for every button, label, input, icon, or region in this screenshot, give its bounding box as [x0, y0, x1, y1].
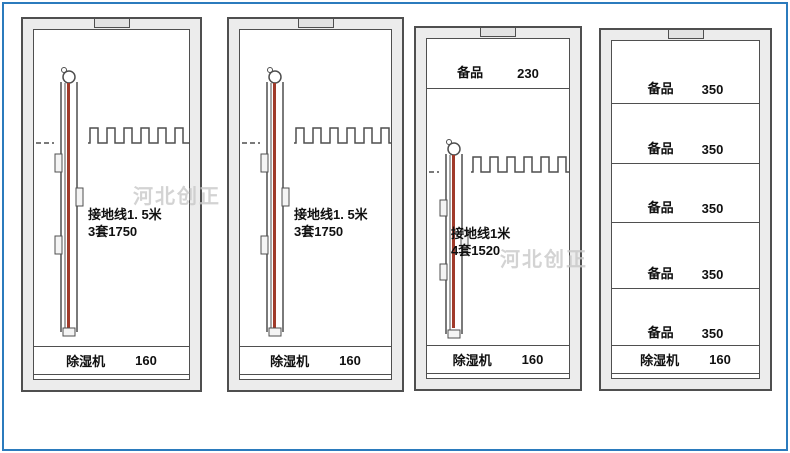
cabinet-4-handle-notch — [667, 30, 704, 39]
cabinet-3-handle-notch — [480, 28, 516, 37]
spare-label: 备品 — [457, 65, 484, 80]
spec-line-2: 3套1750 — [88, 224, 138, 239]
dehumidifier-value: 160 — [521, 352, 544, 367]
spec-line-1: 接地线1. 5米 — [88, 207, 162, 222]
cabinet-3-dehumidifier-row: 除湿机 160 — [427, 345, 569, 374]
hanger-rail-icon — [36, 127, 189, 144]
hanger-rail-icon — [429, 156, 569, 173]
cabinet-1: 接地线1. 5米 3套1750 除湿机 160 — [21, 17, 202, 392]
spare-label: 备品 — [647, 141, 674, 156]
cabinet-2-dehumidifier-row: 除湿机 160 — [240, 346, 391, 375]
cabinet-3-interior: 备品 230 接地线1米 4套1520 除湿机 160 — [426, 38, 570, 379]
dehumidifier-label: 除湿机 — [452, 353, 492, 368]
cabinet-4: 备品 350 备品 350 备品 350 备品 350 备品 350 除湿机 1… — [599, 28, 772, 391]
cabinet-2: 接地线1. 5米 3套1750 除湿机 160 — [227, 17, 404, 392]
dehumidifier-label: 除湿机 — [640, 353, 680, 368]
dehumidifier-value: 160 — [709, 352, 731, 367]
spare-value: 350 — [701, 82, 724, 97]
cabinet-4-dehumidifier-row: 除湿机 160 — [612, 345, 759, 374]
grounding-wire-rod-icon — [260, 67, 290, 337]
grounding-wire-rod-icon — [54, 67, 84, 337]
spec-line-1: 接地线1. 5米 — [294, 207, 368, 222]
spare-shelf-2: 备品 350 — [612, 104, 759, 164]
cabinet-2-handle-notch — [297, 19, 334, 28]
dehumidifier-value: 160 — [339, 353, 361, 368]
dehumidifier-value: 160 — [135, 353, 157, 368]
cabinet-1-interior: 接地线1. 5米 3套1750 除湿机 160 — [33, 29, 190, 380]
spare-value: 230 — [517, 66, 539, 81]
spare-label: 备品 — [647, 325, 674, 340]
spare-shelf-1: 备品 350 — [612, 41, 759, 104]
spec-line-2: 3套1750 — [294, 224, 344, 239]
spare-value: 350 — [701, 326, 724, 341]
spec-line-2: 4套1520 — [451, 243, 501, 258]
cabinet-1-dehumidifier-row: 除湿机 160 — [34, 346, 189, 375]
spare-value: 350 — [701, 267, 724, 282]
spare-label: 备品 — [647, 266, 674, 281]
cabinet-3-spare-shelf: 备品 230 — [427, 39, 569, 89]
cabinet-3: 备品 230 接地线1米 4套1520 除湿机 160 — [414, 26, 582, 391]
spare-shelf-4: 备品 350 — [612, 223, 759, 289]
cabinet-2-spec-label: 接地线1. 5米 3套1750 — [294, 206, 368, 240]
cabinet-1-handle-notch — [93, 19, 130, 28]
spare-label: 备品 — [647, 81, 674, 96]
cabinet-2-interior: 接地线1. 5米 3套1750 除湿机 160 — [239, 29, 392, 380]
spare-shelf-5: 备品 350 — [612, 289, 759, 347]
spare-value: 350 — [701, 142, 724, 157]
spare-label: 备品 — [647, 200, 674, 215]
grounding-wire-rod-icon — [439, 139, 469, 339]
spare-value: 350 — [701, 201, 724, 216]
cabinet-1-spec-label: 接地线1. 5米 3套1750 — [88, 206, 162, 240]
cabinet-4-interior: 备品 350 备品 350 备品 350 备品 350 备品 350 除湿机 1… — [611, 40, 760, 379]
dehumidifier-label: 除湿机 — [270, 354, 310, 369]
cabinet-3-spec-label: 接地线1米 4套1520 — [451, 225, 510, 259]
spare-shelf-3: 备品 350 — [612, 164, 759, 223]
hanger-rail-icon — [242, 127, 391, 144]
spec-line-1: 接地线1米 — [451, 226, 511, 241]
dehumidifier-label: 除湿机 — [66, 354, 106, 369]
